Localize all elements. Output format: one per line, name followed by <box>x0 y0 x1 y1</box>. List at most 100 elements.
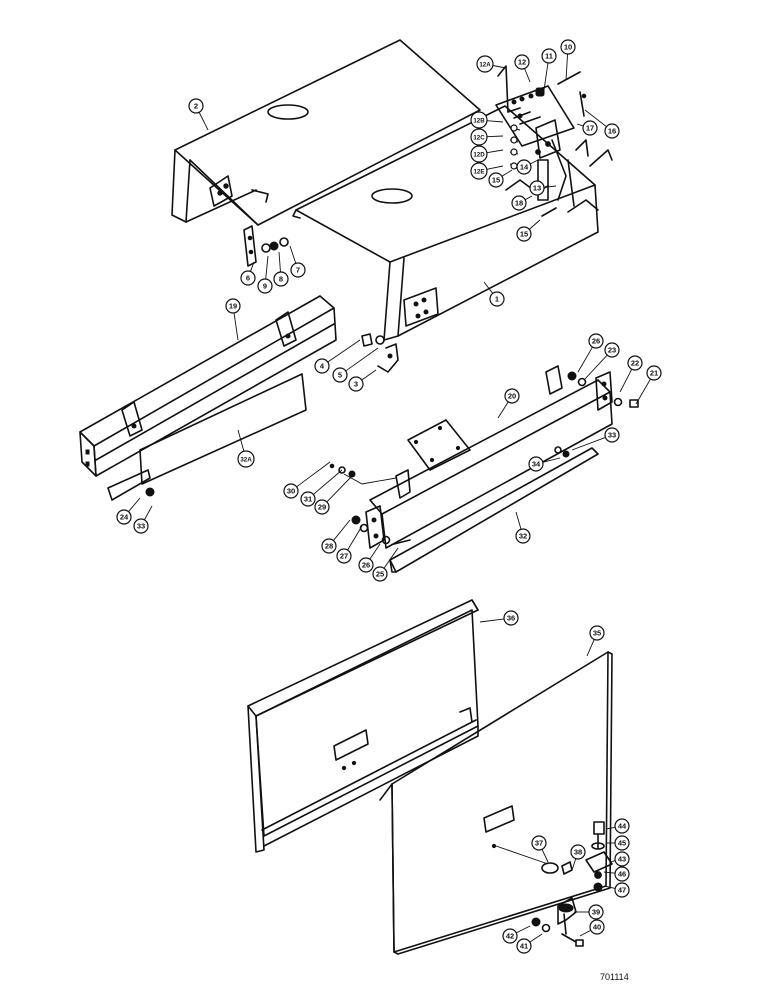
leader-line <box>577 346 593 373</box>
leader-line <box>250 261 255 272</box>
callout-bubble <box>614 882 630 898</box>
callout-number: 6 <box>246 274 250 283</box>
callout-bubble <box>336 548 352 564</box>
callout-number: 21 <box>650 369 658 378</box>
callout-number: 18 <box>515 199 523 208</box>
callout-bubble <box>502 928 518 944</box>
callout-bubble <box>614 866 630 882</box>
callout-number: 13 <box>533 184 541 193</box>
callout-bubble <box>604 427 620 443</box>
callout-number: 36 <box>507 614 515 623</box>
leader-line <box>603 885 616 889</box>
leader-line <box>635 378 651 405</box>
callout-31: 31 <box>300 469 343 507</box>
callout-bubble <box>646 365 662 381</box>
callout-bubble <box>257 278 273 294</box>
hinge-bracket-left <box>243 225 289 267</box>
callout-number: 12A <box>479 62 491 69</box>
part-36-door-panel <box>247 599 479 853</box>
leader-line <box>198 112 209 131</box>
callout-bubble <box>528 456 544 472</box>
callout-19: 19 <box>225 298 241 341</box>
callout-bubble <box>604 123 620 139</box>
callout-number: 47 <box>618 886 626 895</box>
part-19-side-rail <box>79 295 337 477</box>
callout-bubble <box>116 509 132 525</box>
callout-26: 26 <box>577 333 604 373</box>
leader-line <box>619 369 633 393</box>
callout-number: 20 <box>508 392 516 401</box>
leader-line <box>327 339 361 363</box>
callout-32A: 32A <box>237 429 255 468</box>
callout-bubble <box>283 483 299 499</box>
callout-44: 44 <box>605 818 630 834</box>
callout-number: 16 <box>608 127 616 136</box>
callout-number: 42 <box>506 932 514 941</box>
leader-line <box>528 219 541 230</box>
callout-bubble <box>614 835 630 851</box>
callout-33: 33 <box>133 505 153 534</box>
callout-number: 28 <box>325 542 333 551</box>
callout-38: 38 <box>570 844 586 871</box>
callout-bubble <box>489 291 505 307</box>
callout-46: 46 <box>603 866 630 882</box>
callout-bubble <box>188 98 204 114</box>
callout-bubble <box>516 226 532 242</box>
callout-8: 8 <box>273 251 289 287</box>
leader-line <box>486 120 504 123</box>
callout-42: 42 <box>502 925 531 944</box>
callout-bubble <box>300 491 316 507</box>
part-32a-strip <box>107 373 307 501</box>
leader-line <box>541 849 549 863</box>
callout-number: 35 <box>593 629 601 638</box>
callout-45: 45 <box>606 835 630 851</box>
leader-line <box>584 109 607 128</box>
callout-12C: 12C <box>470 128 504 146</box>
part-35-door-panel <box>379 651 613 955</box>
callout-number: 44 <box>618 822 627 831</box>
callout-36: 36 <box>479 610 519 626</box>
callout-number: 27 <box>340 552 348 561</box>
callout-bubble <box>470 111 488 129</box>
leader-line <box>583 354 608 381</box>
callout-number: 4 <box>320 362 325 371</box>
leader-line <box>530 159 539 165</box>
callout-bubble <box>514 54 530 70</box>
leader-line <box>347 525 363 551</box>
callout-bubble <box>290 262 306 278</box>
callout-1: 1 <box>483 281 505 307</box>
callout-bubble <box>332 367 348 383</box>
leader-line <box>479 618 505 623</box>
part-32-strip <box>329 446 599 573</box>
leader-line <box>143 505 153 521</box>
callout-2: 2 <box>188 98 209 131</box>
callout-number: 41 <box>520 942 528 951</box>
callout-35: 35 <box>586 625 605 657</box>
callout-number: 46 <box>618 870 626 879</box>
callout-number: 26 <box>362 561 370 570</box>
catalog-number: 701114 <box>600 972 629 982</box>
callout-bubble <box>476 55 494 73</box>
callout-bubble <box>504 388 520 404</box>
part-2-hood-rear <box>171 39 481 226</box>
callout-16: 16 <box>584 109 620 139</box>
leader-line <box>128 497 141 512</box>
callout-13: 13 <box>529 180 557 196</box>
callout-21: 21 <box>635 365 662 405</box>
leader-line <box>571 437 606 451</box>
leader-line <box>516 925 531 934</box>
callout-number: 2 <box>194 102 198 111</box>
callout-bubble <box>614 851 630 867</box>
callout-number: 9 <box>263 282 267 291</box>
leader-line <box>542 457 561 463</box>
callout-17: 17 <box>576 120 598 136</box>
leader-line <box>524 68 531 83</box>
callout-bubble <box>470 128 488 146</box>
callout-number: 45 <box>618 839 626 848</box>
callout-40: 40 <box>579 919 605 937</box>
callout-bubble <box>372 566 388 582</box>
callout-12B: 12B <box>470 111 504 129</box>
callout-4: 4 <box>314 339 361 374</box>
leader-line <box>515 511 522 530</box>
callout-15: 15 <box>516 219 541 242</box>
